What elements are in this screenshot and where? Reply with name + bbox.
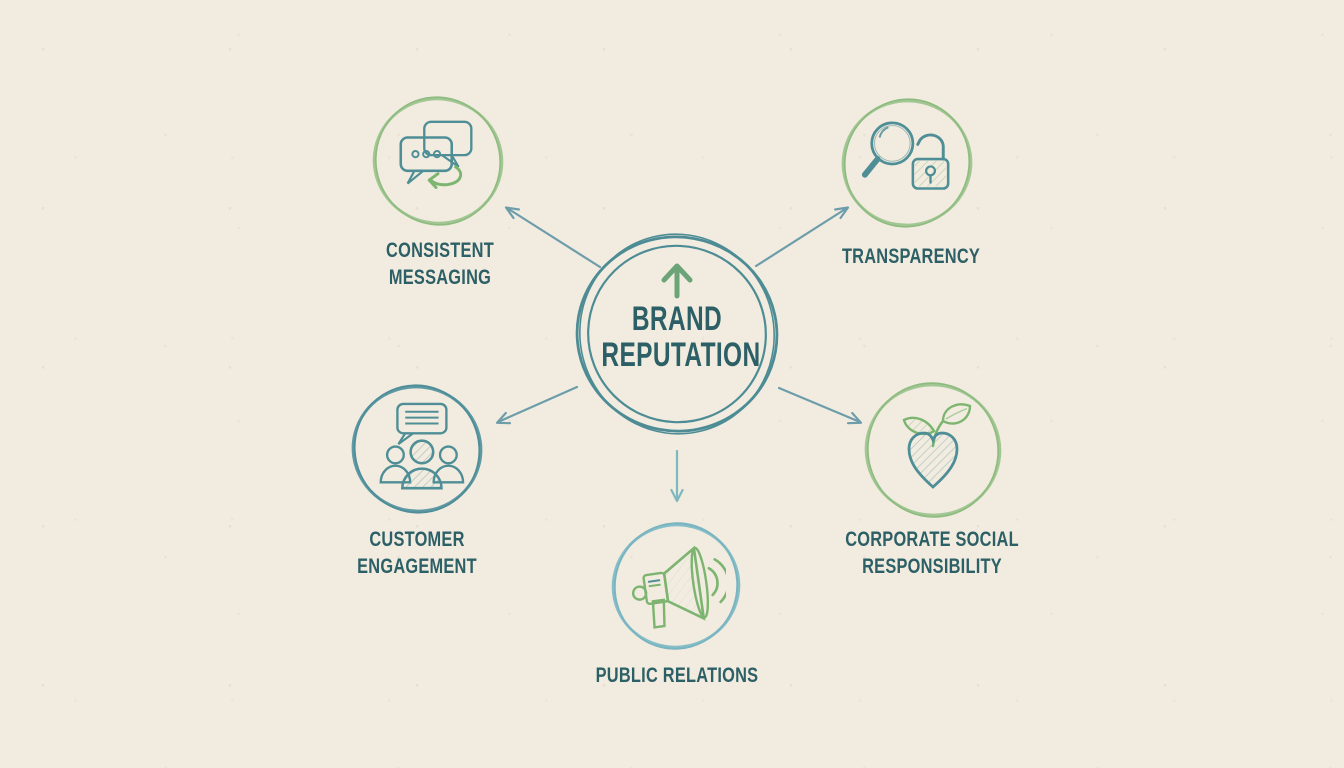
label-consistent-messaging: CONSISTENT MESSAGING xyxy=(386,239,494,289)
center-title: BRAND REPUTATION xyxy=(601,300,761,374)
node-brand-reputation: BRAND REPUTATION xyxy=(572,229,782,439)
megaphone-icon xyxy=(631,545,726,629)
ring-circle xyxy=(351,384,483,514)
node-consistent-messaging xyxy=(363,86,513,236)
people-speech-bubble-icon xyxy=(379,402,465,490)
node-public-relations xyxy=(601,511,751,661)
ring-circle xyxy=(864,382,1002,518)
arrow-to-public-relations xyxy=(670,449,684,503)
people-group xyxy=(379,439,465,490)
label-public-relations: PUBLIC RELATIONS xyxy=(595,664,759,687)
ring-circle xyxy=(372,96,504,226)
magnifier-glass xyxy=(861,121,915,178)
arrow-to-transparency xyxy=(754,206,850,268)
megaphone-handle xyxy=(651,598,666,629)
label-transparency: TRANSPARENCY xyxy=(841,245,981,268)
speech-bubbles-refresh-icon xyxy=(399,120,473,189)
arrow-to-consistent-messaging xyxy=(504,206,602,269)
ring-circle xyxy=(841,98,973,228)
sound-wave-inner xyxy=(707,566,719,597)
front-speech-bubble xyxy=(399,136,453,185)
megaphone-bell xyxy=(690,546,710,619)
ring-circle xyxy=(611,522,741,650)
label-corporate-social-responsibility: CORPORATE SOCIAL RESPONSIBILITY xyxy=(845,528,1019,578)
padlock xyxy=(911,133,950,190)
up-arrow-icon xyxy=(661,263,693,299)
node-customer-engagement xyxy=(342,374,492,524)
center-ring-circle xyxy=(575,233,779,435)
label-customer-engagement: CUSTOMER ENGAGEMENT xyxy=(357,528,477,578)
heart-sprout-icon xyxy=(902,403,972,489)
node-corporate-social-responsibility xyxy=(855,372,1011,528)
sound-wave-outer xyxy=(713,558,726,604)
arrow-to-customer-engagement xyxy=(495,385,579,425)
heart xyxy=(907,431,959,489)
speech-bubble xyxy=(396,402,448,445)
arrow-to-corporate-social-responsibility xyxy=(777,386,863,425)
magnifier-padlock-icon xyxy=(861,121,950,190)
back-speech-bubble xyxy=(423,120,473,168)
node-transparency xyxy=(832,88,982,238)
refresh-arrow xyxy=(427,165,463,189)
